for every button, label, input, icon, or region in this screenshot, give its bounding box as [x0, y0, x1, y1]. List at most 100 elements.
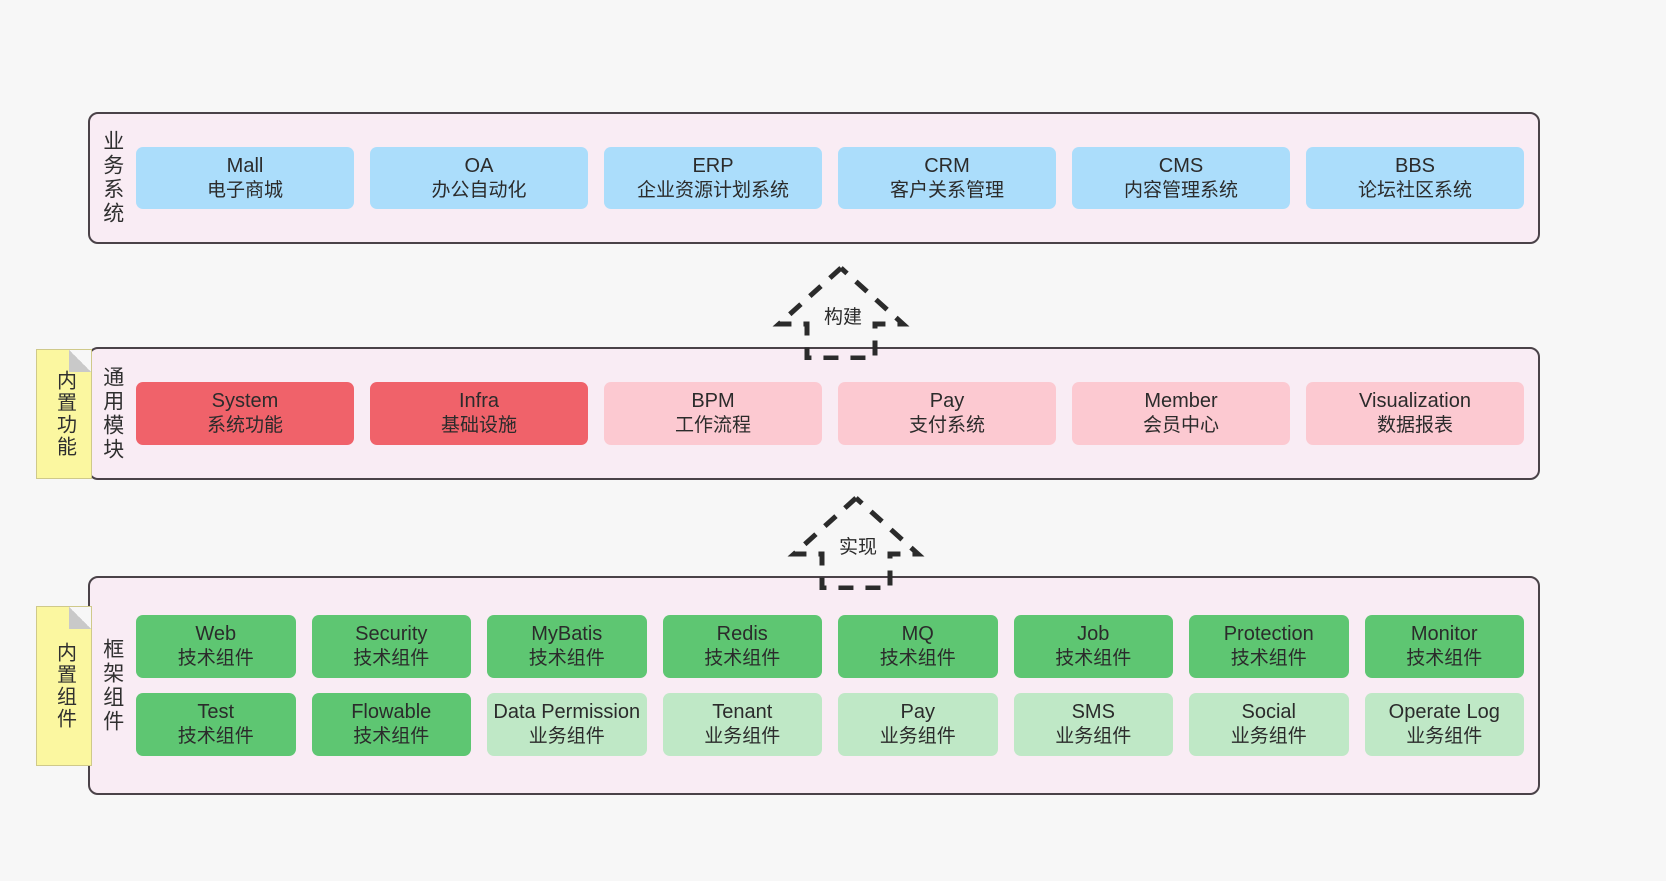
card-subtitle: 数据报表	[1376, 415, 1453, 437]
card-title: BPM	[691, 390, 735, 413]
card-title: Web	[195, 623, 237, 646]
card-row: Mall 电子商城 OA 办公自动化 ERP 企业资源计划系统 CRM 客户关系…	[136, 146, 1524, 210]
arrow-realize: 实现	[778, 492, 938, 590]
card-title: Test	[197, 701, 235, 723]
arrow-build: 构建	[763, 262, 923, 360]
card-title: Tenant	[712, 701, 773, 723]
card-subtitle: 基础设施	[440, 415, 517, 437]
card-redis[interactable]: Redis 技术组件	[662, 615, 822, 678]
card-crm[interactable]: CRM 客户关系管理	[838, 146, 1056, 210]
card-oa[interactable]: OA 办公自动化	[370, 146, 588, 210]
card-protection[interactable]: Protection 技术组件	[1189, 615, 1349, 678]
card-title: Mall	[226, 154, 264, 177]
card-test[interactable]: Test 技术组件	[136, 693, 296, 756]
section-label-business-systems: 业务系统	[100, 130, 124, 226]
section-body-common-modules: System 系统功能 Infra 基础设施 BPM 工作流程 Pay 支付系统…	[134, 349, 1538, 478]
card-title: SMS	[1071, 701, 1115, 723]
card-bpm[interactable]: BPM 工作流程	[604, 382, 822, 445]
card-mall[interactable]: Mall 电子商城	[136, 146, 354, 210]
sticky-note-builtin-components: 内置组件	[36, 606, 92, 766]
card-subtitle: 技术组件	[704, 648, 781, 670]
card-subtitle: 电子商城	[206, 179, 283, 201]
card-job[interactable]: Job 技术组件	[1013, 615, 1173, 678]
card-title: Security	[355, 623, 428, 646]
card-subtitle: 论坛社区系统	[1357, 179, 1472, 201]
card-title: Flowable	[351, 701, 432, 723]
card-subtitle: 办公自动化	[431, 179, 527, 201]
card-subtitle: 业务组件	[1055, 726, 1132, 747]
card-title: MQ	[901, 623, 934, 646]
card-subtitle: 支付系统	[908, 415, 985, 437]
card-security[interactable]: Security 技术组件	[311, 615, 471, 678]
card-title: Infra	[458, 390, 500, 413]
card-social[interactable]: Social 业务组件	[1189, 693, 1349, 756]
card-title: Data Permission	[493, 701, 641, 723]
card-title: Monitor	[1410, 623, 1478, 646]
card-title: ERP	[692, 154, 734, 177]
card-subtitle: 技术组件	[1230, 648, 1307, 670]
card-title: Social	[1241, 701, 1296, 723]
card-subtitle: 业务组件	[704, 726, 781, 747]
card-title: Redis	[716, 623, 768, 646]
card-flowable[interactable]: Flowable 技术组件	[311, 693, 471, 756]
card-row: Test 技术组件 Flowable 技术组件 Data Permission …	[136, 693, 1524, 756]
card-subtitle: 业务组件	[1406, 726, 1483, 747]
section-framework-components: 框架组件 Web 技术组件 Security 技术组件 MyBatis 技术组件…	[88, 576, 1540, 795]
sticky-note-label: 内置功能	[53, 370, 76, 458]
card-subtitle: 客户关系管理	[889, 179, 1004, 201]
card-cms[interactable]: CMS 内容管理系统	[1072, 146, 1290, 210]
section-body-framework-components: Web 技术组件 Security 技术组件 MyBatis 技术组件 Redi…	[134, 578, 1538, 793]
card-title: BBS	[1394, 154, 1436, 177]
card-row: System 系统功能 Infra 基础设施 BPM 工作流程 Pay 支付系统…	[136, 382, 1524, 445]
card-web[interactable]: Web 技术组件	[136, 615, 296, 678]
section-business-systems: 业务系统 Mall 电子商城 OA 办公自动化 ERP 企业资源计划系统 CRM…	[88, 112, 1540, 244]
card-mq[interactable]: MQ 技术组件	[838, 615, 998, 678]
card-row: Web 技术组件 Security 技术组件 MyBatis 技术组件 Redi…	[136, 615, 1524, 678]
card-tenant[interactable]: Tenant 业务组件	[662, 693, 822, 756]
card-member[interactable]: Member 会员中心	[1072, 382, 1290, 445]
card-subtitle: 业务组件	[528, 726, 605, 747]
card-subtitle: 业务组件	[879, 726, 956, 747]
card-subtitle: 系统功能	[206, 415, 283, 437]
card-subtitle: 会员中心	[1142, 415, 1219, 437]
card-pay-module[interactable]: Pay 支付系统	[838, 382, 1056, 445]
card-title: Protection	[1223, 623, 1314, 646]
card-subtitle: 企业资源计划系统	[636, 179, 789, 201]
card-title: OA	[464, 154, 494, 177]
card-subtitle: 技术组件	[528, 648, 605, 670]
section-label-framework-components: 框架组件	[100, 637, 124, 734]
card-sms[interactable]: SMS 业务组件	[1013, 693, 1173, 756]
card-pay-component[interactable]: Pay 业务组件	[838, 693, 998, 756]
card-monitor[interactable]: Monitor 技术组件	[1364, 615, 1524, 678]
card-subtitle: 技术组件	[353, 648, 430, 670]
section-body-business-systems: Mall 电子商城 OA 办公自动化 ERP 企业资源计划系统 CRM 客户关系…	[134, 114, 1538, 242]
card-subtitle: 技术组件	[1406, 648, 1483, 670]
sticky-note-label: 内置组件	[53, 642, 76, 730]
card-title: Visualization	[1359, 390, 1471, 413]
section-label-common-modules: 通用模块	[100, 365, 124, 462]
card-system[interactable]: System 系统功能	[136, 382, 354, 445]
card-title: Job	[1077, 623, 1110, 646]
card-subtitle: 技术组件	[353, 726, 430, 747]
card-visualization[interactable]: Visualization 数据报表	[1306, 382, 1524, 445]
card-title: Operate Log	[1388, 701, 1500, 723]
card-mybatis[interactable]: MyBatis 技术组件	[487, 615, 647, 678]
section-common-modules: 通用模块 System 系统功能 Infra 基础设施 BPM 工作流程 Pay…	[88, 347, 1540, 480]
card-title: Pay	[900, 701, 935, 723]
card-subtitle: 技术组件	[879, 648, 956, 670]
card-infra[interactable]: Infra 基础设施	[370, 382, 588, 445]
card-operate-log[interactable]: Operate Log 业务组件	[1364, 693, 1524, 756]
sticky-note-builtin-features: 内置功能	[36, 349, 92, 479]
card-data-permission[interactable]: Data Permission 业务组件	[487, 693, 647, 756]
card-subtitle: 技术组件	[177, 726, 254, 747]
card-subtitle: 工作流程	[674, 415, 751, 437]
card-subtitle: 业务组件	[1230, 726, 1307, 747]
card-title: MyBatis	[531, 623, 603, 646]
card-title: System	[211, 390, 279, 413]
card-title: Pay	[929, 390, 965, 413]
card-title: Member	[1144, 390, 1218, 413]
card-bbs[interactable]: BBS 论坛社区系统	[1306, 146, 1524, 210]
card-subtitle: 技术组件	[177, 648, 254, 670]
card-erp[interactable]: ERP 企业资源计划系统	[604, 146, 822, 210]
